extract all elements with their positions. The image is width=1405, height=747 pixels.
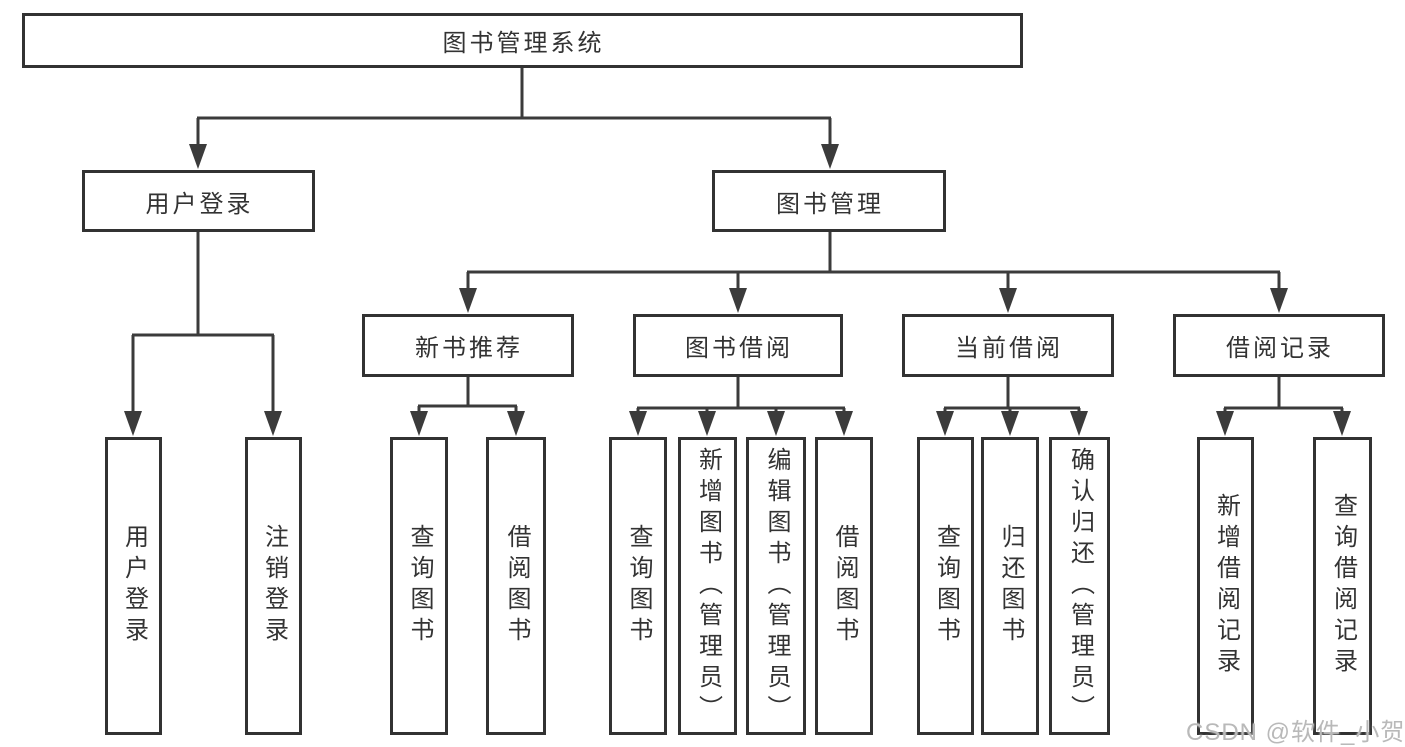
leaf-borrow-borrow-books: 借阅图书: [815, 437, 873, 735]
arrowhead: [1070, 411, 1088, 436]
arrowhead: [821, 144, 839, 169]
arrowhead: [1001, 411, 1019, 436]
leaf-borrow-add-books-admin-label: 新增图书（管理员）: [694, 446, 722, 726]
arrowhead: [507, 411, 525, 436]
arrowhead: [999, 288, 1017, 313]
leaf-record-add-label: 新增借阅记录: [1212, 493, 1240, 679]
leaf-logout: 注销登录: [245, 437, 302, 735]
node-root-label: 图书管理系统: [442, 30, 605, 57]
arrowhead: [1333, 411, 1351, 436]
leaf-newbook-borrow-books-label: 借阅图书: [503, 524, 530, 648]
leaf-record-query: 查询借阅记录: [1313, 437, 1372, 735]
node-user-login: 用户登录: [82, 170, 315, 232]
new-book-branch-lines: [417, 377, 518, 424]
leaf-current-confirm-return-admin: 确认归还（管理员）: [1049, 437, 1110, 735]
leaf-borrow-edit-books-admin-label: 编辑图书（管理员）: [763, 446, 790, 726]
leaf-logout-label: 注销登录: [260, 524, 288, 648]
arrowhead: [767, 411, 785, 436]
leaf-current-query-books-label: 查询图书: [932, 524, 960, 648]
leaf-record-add: 新增借阅记录: [1197, 437, 1254, 735]
leaf-current-confirm-return-admin-label: 确认归还（管理员）: [1066, 446, 1094, 726]
node-book-management: 图书管理: [712, 170, 946, 232]
book-management-branch-lines: [466, 232, 1281, 301]
arrowhead: [189, 144, 207, 169]
node-user-login-label: 用户登录: [145, 190, 254, 218]
leaf-current-return-books-label: 归还图书: [997, 524, 1024, 648]
connector-lines: [131, 68, 1344, 424]
user-login-branch-lines: [131, 232, 275, 424]
leaf-borrow-borrow-books-label: 借阅图书: [831, 524, 858, 648]
leaf-current-return-books: 归还图书: [981, 437, 1039, 735]
node-current-borrow: 当前借阅: [902, 314, 1114, 377]
leaf-borrow-add-books-admin: 新增图书（管理员）: [678, 437, 737, 735]
leaf-newbook-query-books-label: 查询图书: [406, 524, 433, 648]
arrowhead: [264, 411, 282, 436]
node-new-book-recommend-label: 新书推荐: [415, 335, 523, 362]
leaf-user-login-label: 用户登录: [120, 524, 148, 648]
arrowhead: [1216, 411, 1234, 436]
arrowhead: [629, 411, 647, 436]
book-borrow-branch-lines: [636, 377, 846, 424]
arrowhead: [1270, 288, 1288, 313]
leaf-borrow-query-books-label: 查询图书: [625, 524, 652, 648]
leaf-borrow-edit-books-admin: 编辑图书（管理员）: [746, 437, 806, 735]
node-book-borrow-label: 图书借阅: [685, 335, 793, 362]
node-book-management-label: 图书管理: [776, 190, 884, 218]
arrowheads: [124, 144, 1351, 436]
leaf-newbook-query-books: 查询图书: [390, 437, 448, 735]
arrowhead: [835, 411, 853, 436]
arrowhead: [410, 411, 428, 436]
leaf-user-login: 用户登录: [105, 437, 162, 735]
node-current-borrow-label: 当前借阅: [955, 335, 1063, 362]
leaf-borrow-query-books: 查询图书: [609, 437, 667, 735]
arrowhead: [729, 288, 747, 313]
arrowhead: [698, 411, 716, 436]
borrow-record-branch-lines: [1223, 377, 1344, 424]
arrowhead: [459, 288, 477, 313]
arrowhead: [124, 411, 142, 436]
leaf-current-query-books: 查询图书: [917, 437, 974, 735]
node-new-book-recommend: 新书推荐: [362, 314, 574, 377]
node-borrow-record: 借阅记录: [1173, 314, 1385, 377]
node-borrow-record-label: 借阅记录: [1226, 335, 1334, 362]
leaf-newbook-borrow-books: 借阅图书: [486, 437, 546, 735]
csdn-watermark: CSDN @软件_小贺同学: [1186, 719, 1405, 746]
node-book-borrow: 图书借阅: [633, 314, 843, 377]
leaf-record-query-label: 查询借阅记录: [1329, 493, 1357, 679]
arrowhead: [936, 411, 954, 436]
node-root: 图书管理系统: [22, 13, 1023, 68]
root-branch-lines: [196, 68, 832, 157]
